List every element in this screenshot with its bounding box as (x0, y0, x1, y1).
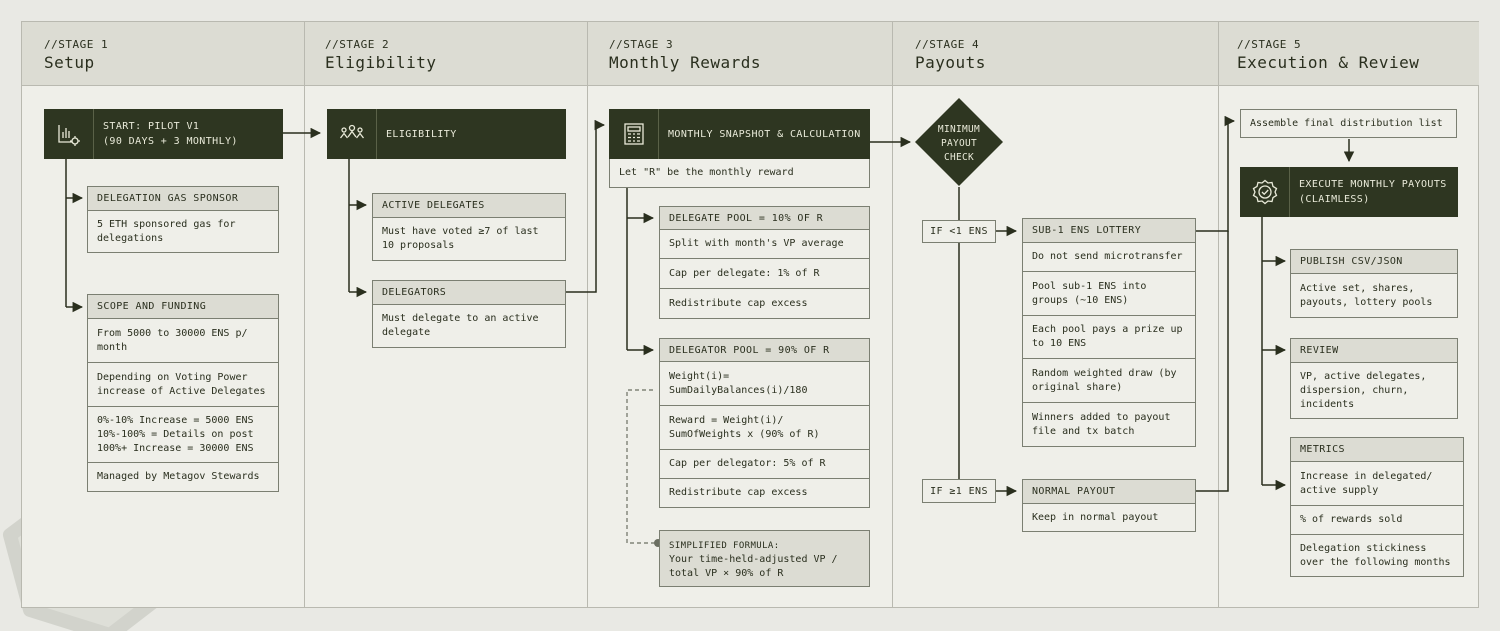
card-title: METRICS (1291, 438, 1463, 462)
publish-csv-card: PUBLISH CSV/JSON Active set, shares, pay… (1290, 249, 1458, 318)
card-body: Must delegate to an active delegate (382, 313, 539, 338)
stage-5-header: //STAGE 5 Execution & Review (1219, 22, 1479, 86)
card-row: Reward = Weight(i)/ SumOfWeights x (90% … (660, 406, 869, 450)
delegate-pool-card: DELEGATE POOL = 10% OF R Split with mont… (659, 206, 870, 319)
card-row: Cap per delegator: 5% of R (660, 450, 869, 479)
card-row: Winners added to payout file and tx batc… (1032, 411, 1171, 437)
start-subtitle: (90 DAYS + 3 MONTHLY) (103, 136, 238, 147)
card-title: ACTIVE DELEGATES (373, 194, 565, 218)
card-title: SUB-1 ENS LOTTERY (1023, 219, 1195, 243)
stage-number: //STAGE 2 (325, 38, 390, 51)
card-title: DELEGATOR POOL = 90% OF R (660, 339, 869, 362)
if-at-least-one-tag: IF ≥1 ENS (922, 479, 996, 503)
card-row: Depending on Voting Power increase of Ac… (88, 363, 278, 407)
card-row: Managed by Metagov Stewards (97, 471, 260, 482)
card-body: Keep in normal payout (1032, 511, 1159, 523)
stage-name: Payouts (915, 53, 986, 72)
stage-number: //STAGE 5 (1237, 38, 1302, 51)
stage-name: Execution & Review (1237, 53, 1420, 72)
execute-subtitle: (CLAIMLESS) (1299, 194, 1370, 205)
scope-funding-card: SCOPE AND FUNDING From 5000 to 30000 ENS… (87, 294, 279, 492)
card-title: DELEGATION GAS SPONSOR (88, 187, 278, 211)
stage-name: Monthly Rewards (609, 53, 761, 72)
stage-4-header: //STAGE 4 Payouts (893, 22, 1219, 86)
card-title: REVIEW (1291, 339, 1457, 363)
card-row: Do not send microtransfer (1023, 243, 1195, 272)
active-delegates-card: ACTIVE DELEGATES Must have voted ≥7 of l… (372, 193, 566, 261)
delegation-gas-card: DELEGATION GAS SPONSOR 5 ETH sponsored g… (87, 186, 279, 253)
assemble-list-box: Assemble final distribution list (1240, 109, 1457, 138)
formula-title: SIMPLIFIED FORMULA: (669, 541, 780, 551)
if-less-than-one-tag: IF <1 ENS (922, 220, 996, 243)
stage-1-header: //STAGE 1 Setup (22, 22, 305, 86)
card-row: Redistribute cap excess (669, 297, 808, 309)
stage-2-header: //STAGE 2 Eligibility (305, 22, 588, 86)
stage-3-header: //STAGE 3 Monthly Rewards (588, 22, 893, 86)
card-row: % of rewards sold (1291, 506, 1463, 535)
stage-1-column (22, 86, 305, 607)
normal-payout-card: NORMAL PAYOUT Keep in normal payout (1022, 479, 1196, 532)
sub1-lottery-card: SUB-1 ENS LOTTERY Do not send microtrans… (1022, 218, 1196, 447)
stage-name: Setup (44, 53, 95, 72)
stage-number: //STAGE 4 (915, 38, 980, 51)
card-body: Active set, shares, payouts, lottery poo… (1300, 282, 1433, 308)
monthly-snapshot-node: MONTHLY SNAPSHOT & CALCULATION (609, 109, 870, 159)
calculator-icon (609, 109, 659, 159)
card-title: NORMAL PAYOUT (1023, 480, 1195, 504)
card-body: Let "R" be the monthly reward (619, 166, 794, 178)
card-title: DELEGATE POOL = 10% OF R (660, 207, 869, 230)
card-row: Each pool pays a prize up to 10 ENS (1023, 316, 1195, 359)
delegator-pool-card: DELEGATOR POOL = 90% OF R Weight(i)= Sum… (659, 338, 870, 508)
card-row: Cap per delegate: 1% of R (660, 259, 869, 289)
decision-label: MINIMUM PAYOUT CHECK (937, 124, 981, 163)
start-title: START: PILOT V1 (103, 121, 200, 132)
chart-settings-icon (44, 109, 94, 159)
formula-body: Your time-held-adjusted VP / total VP × … (669, 554, 838, 579)
execute-payouts-node: EXECUTE MONTHLY PAYOUTS (CLAIMLESS) (1240, 167, 1458, 217)
start-pilot-node: START: PILOT V1 (90 DAYS + 3 MONTHLY) (44, 109, 283, 159)
stage-2-column (305, 86, 588, 607)
decision-diamond (915, 98, 1003, 186)
stage-3-column (588, 86, 893, 607)
card-body: Must have voted ≥7 of last 10 proposals (382, 226, 539, 251)
delegators-card: DELEGATORS Must delegate to an active de… (372, 280, 566, 348)
minimum-payout-check-decision: MINIMUM PAYOUT CHECK (914, 97, 1004, 187)
card-row: Random weighted draw (by original share) (1023, 359, 1195, 403)
people-group-icon (327, 109, 377, 159)
monthly-reward-note: Let "R" be the monthly reward (609, 159, 870, 188)
stage-number: //STAGE 1 (44, 38, 109, 51)
card-row: Split with month's VP average (660, 230, 869, 259)
snapshot-title: MONTHLY SNAPSHOT & CALCULATION (668, 129, 861, 140)
execute-title: EXECUTE MONTHLY PAYOUTS (1299, 179, 1447, 190)
card-row: Delegation stickiness over the following… (1300, 542, 1451, 568)
card-title: DELEGATORS (373, 281, 565, 305)
card-body: 5 ETH sponsored gas for delegations (97, 218, 236, 244)
stage-name: Eligibility (325, 53, 437, 72)
eligibility-title: ELIGIBILITY (386, 129, 457, 140)
simplified-formula-note: SIMPLIFIED FORMULA: Your time-held-adjus… (659, 530, 870, 587)
card-row: Increase in delegated/ active supply (1291, 462, 1463, 506)
card-row: Redistribute cap excess (669, 487, 808, 498)
eligibility-node: ELIGIBILITY (327, 109, 566, 159)
stage-4-column (893, 86, 1219, 607)
card-row: From 5000 to 30000 ENS p/ month (88, 319, 278, 363)
card-row: Weight(i)= SumDailyBalances(i)/180 (660, 362, 869, 406)
card-row: Pool sub-1 ENS into groups (~10 ENS) (1023, 272, 1195, 316)
card-row: 0%-10% Increase = 5000 ENS 10%-100% = De… (88, 407, 278, 463)
stage-number: //STAGE 3 (609, 38, 674, 51)
card-body: VP, active delegates, dispersion, churn,… (1300, 370, 1427, 410)
metrics-card: METRICS Increase in delegated/ active su… (1290, 437, 1464, 577)
badge-check-icon (1240, 167, 1290, 217)
card-title: SCOPE AND FUNDING (88, 295, 278, 319)
assemble-label: Assemble final distribution list (1250, 117, 1443, 129)
review-card: REVIEW VP, active delegates, dispersion,… (1290, 338, 1458, 419)
card-title: PUBLISH CSV/JSON (1291, 250, 1457, 274)
